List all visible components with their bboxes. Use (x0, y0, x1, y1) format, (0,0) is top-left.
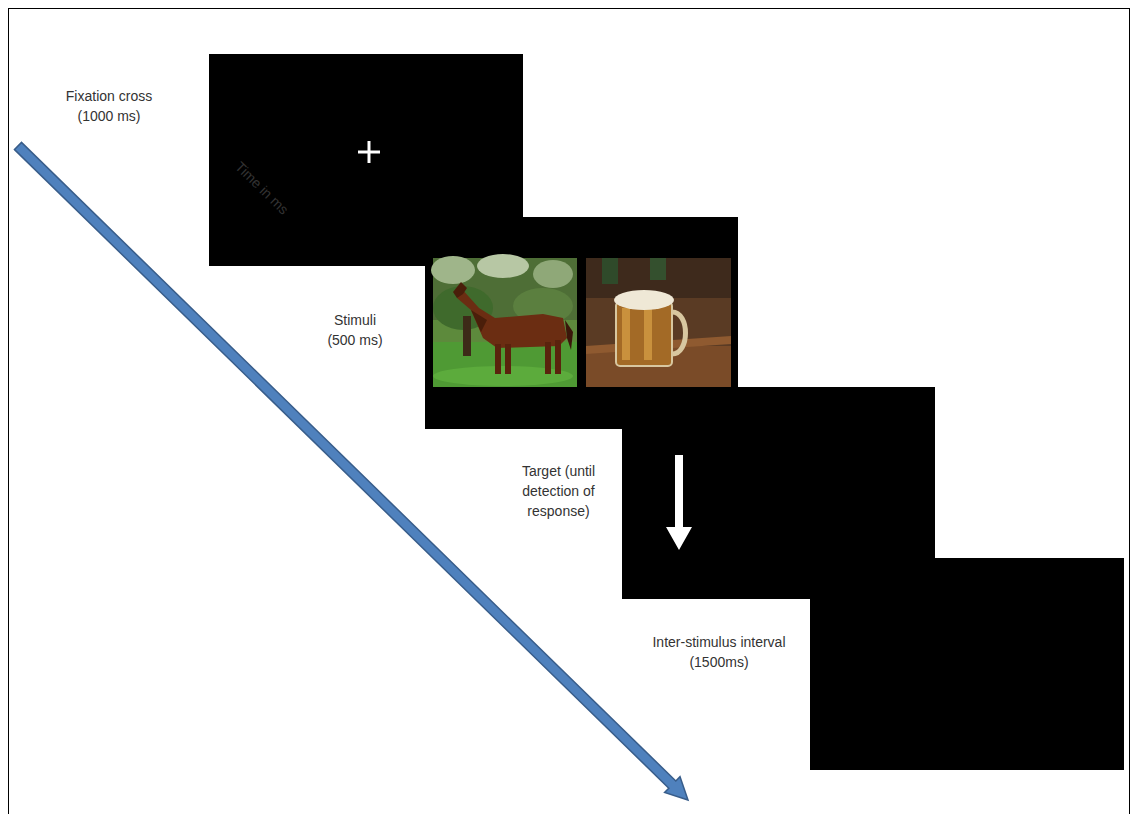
screen-label: Inter-stimulus interval (1500ms) (638, 632, 800, 673)
screen-label: Target (until detection of response) (505, 461, 612, 522)
screen-label: Stimuli (500 ms) (321, 310, 389, 351)
step-label: Inter-stimulus interval (1500ms) (639, 632, 799, 673)
screen-panel: Inter-stimulus interval (1500ms) (810, 558, 1124, 770)
step-label: Target (until detection of response) (506, 461, 611, 522)
horse-photo (431, 254, 577, 387)
frame-border (9, 9, 1130, 814)
step-label: Stimuli (500 ms) (322, 310, 388, 351)
screen-label: Fixation cross (1000 ms) (56, 86, 163, 127)
beer-photo (586, 258, 731, 387)
step-label: Fixation cross (1000 ms) (57, 86, 162, 127)
